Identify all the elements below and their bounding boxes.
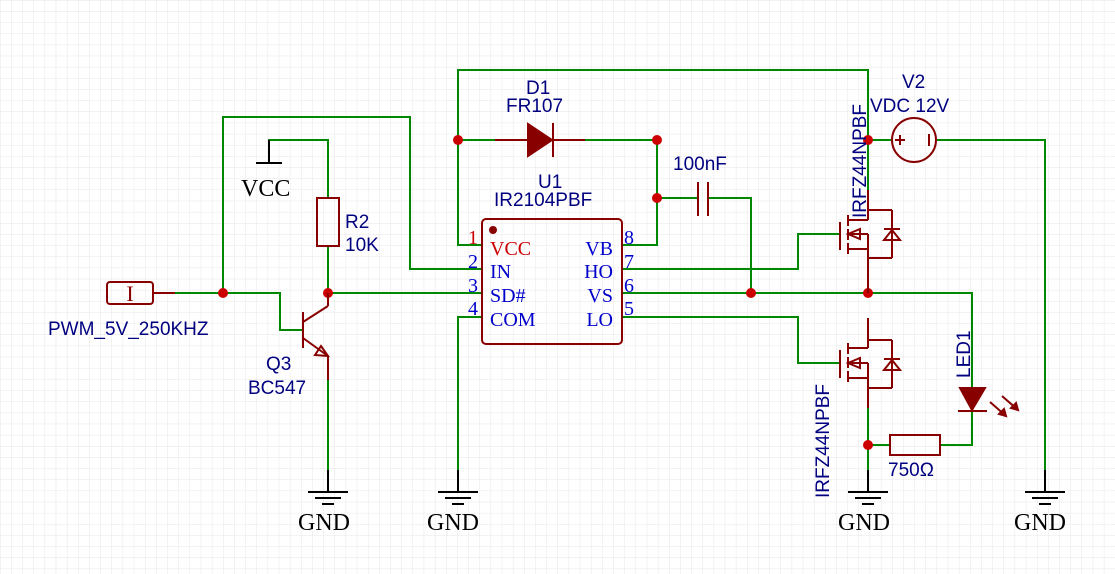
mosfet-low-side[interactable]: [839, 318, 903, 408]
u1-value: IR2104PBF: [494, 190, 592, 211]
resistor-750-value: 750Ω: [888, 460, 934, 481]
ic-u1[interactable]: [481, 218, 623, 345]
d1-ref: D1: [526, 78, 550, 99]
u1-pin5-num: 5: [624, 298, 634, 320]
led1[interactable]: [958, 387, 1020, 418]
ground-symbol[interactable]: [1025, 470, 1065, 505]
u1-pin6-name: VS: [587, 285, 613, 307]
cap-value: 100nF: [673, 154, 727, 175]
voltage-source-v2[interactable]: [891, 117, 937, 163]
u1-pin8-name: VB: [585, 238, 613, 260]
port-symbol: I: [126, 281, 133, 306]
q3-value: BC547: [248, 378, 306, 399]
junction-dot: [746, 288, 756, 298]
d1-value: FR107: [506, 96, 563, 117]
pwm-net-label: PWM_5V_250KHZ: [48, 319, 209, 340]
u1-pin1-name: VCC: [490, 238, 531, 260]
vcc-label: VCC: [241, 176, 290, 202]
u1-pin7-num: 7: [624, 251, 634, 273]
led1-ref: LED1: [954, 330, 975, 378]
mosfet-low-value: IRFZ44NPBF: [813, 384, 834, 498]
r2-value: 10K: [345, 235, 379, 256]
resistor-r2[interactable]: [316, 197, 340, 247]
wires: [174, 69, 1046, 471]
u1-pin8-num: 8: [624, 227, 634, 249]
r2-ref: R2: [345, 212, 369, 233]
ground-label: GND: [298, 510, 350, 536]
vcc-symbol[interactable]: [256, 140, 282, 164]
u1-pin2-num: 2: [468, 251, 478, 273]
junction-dot: [652, 135, 662, 145]
mosfet-high-side[interactable]: [839, 190, 903, 293]
ground-symbol[interactable]: [438, 470, 478, 505]
junction-dot: [863, 440, 873, 450]
ground-symbol[interactable]: [848, 470, 888, 505]
v2-ref: V2: [902, 72, 925, 93]
u1-pin4-num: 4: [468, 298, 478, 320]
ground-label: GND: [838, 510, 890, 536]
junction-dot: [863, 135, 873, 145]
diode-d1[interactable]: [495, 122, 585, 158]
v2-value: VDC 12V: [870, 96, 950, 117]
transistor-q3[interactable]: [302, 293, 331, 380]
u1-pin7-name: HO: [584, 261, 613, 283]
pwm-input-port[interactable]: I: [106, 281, 175, 306]
ground-symbol[interactable]: [308, 470, 348, 505]
u1-pin3-name: SD#: [490, 285, 526, 307]
u1-ref: U1: [538, 172, 562, 193]
capacitor-100nf[interactable]: [697, 182, 709, 216]
junction-dot: [218, 288, 228, 298]
u1-pin3-num: 3: [468, 275, 478, 297]
q3-ref: Q3: [266, 354, 291, 375]
junction-dot: [453, 135, 463, 145]
u1-pin1-num: 1: [468, 227, 478, 249]
resistor-750[interactable]: [889, 434, 941, 456]
u1-pin4-name: COM: [490, 309, 536, 331]
u1-pin5-name: LO: [586, 309, 613, 331]
mosfet-high-value: IRFZ44NPBF: [850, 104, 871, 218]
ground-label: GND: [427, 510, 479, 536]
u1-pin2-name: IN: [490, 261, 511, 283]
junction-dot: [652, 193, 662, 203]
ground-label: GND: [1014, 510, 1066, 536]
u1-pin6-num: 6: [624, 275, 634, 297]
